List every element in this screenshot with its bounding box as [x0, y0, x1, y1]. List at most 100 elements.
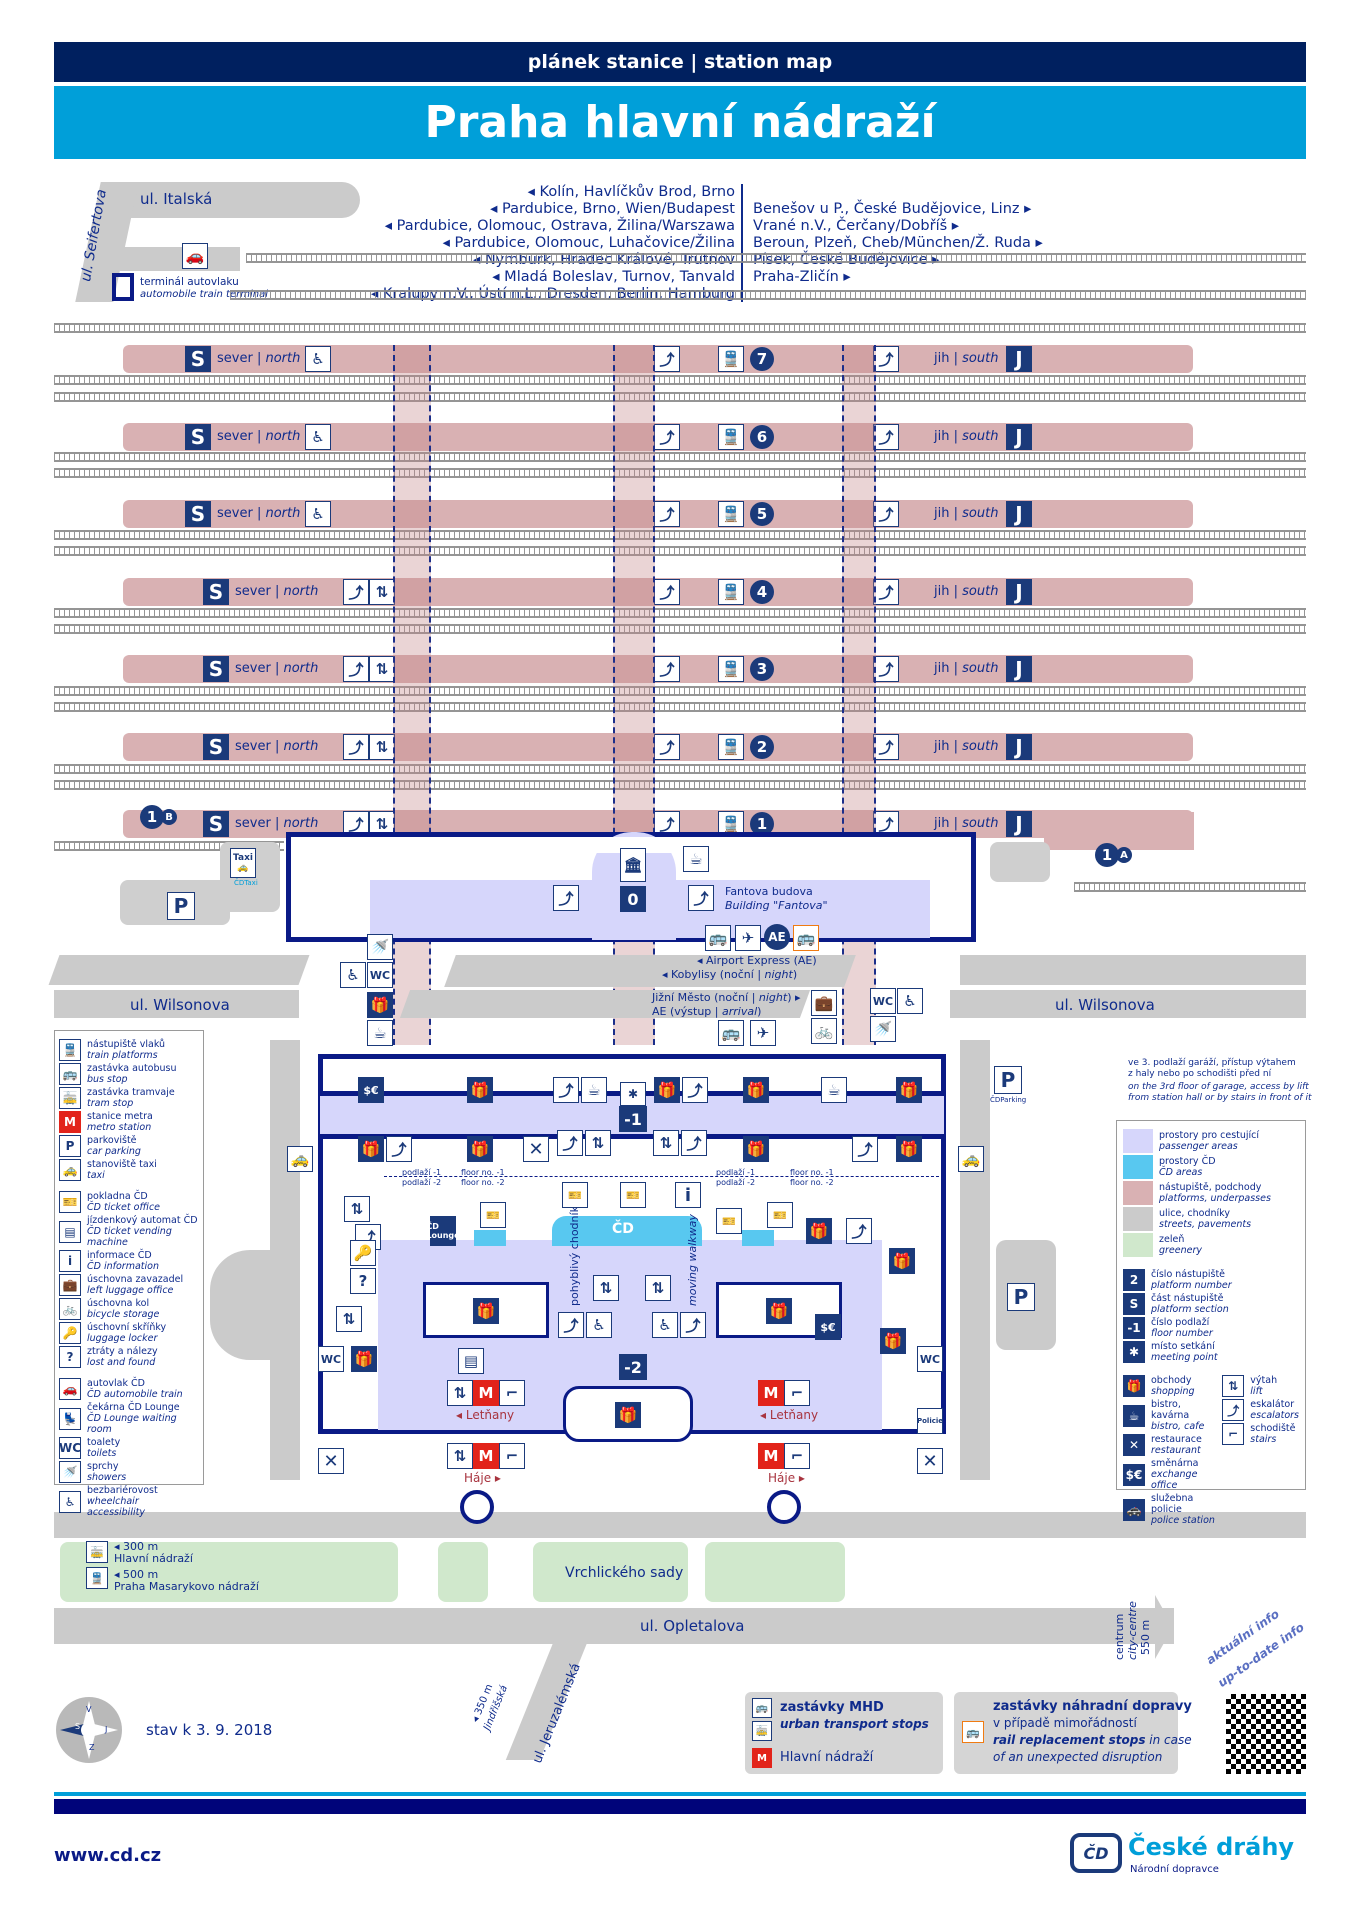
floor-divider-line — [384, 1176, 944, 1177]
shopping-icon: 🎁 — [806, 1218, 832, 1244]
platform-1a-sub: A — [1116, 847, 1132, 863]
tram-icon: 🚋 — [59, 1087, 81, 1109]
legend-spacer — [59, 1183, 199, 1189]
taxi-label: Taxi — [233, 853, 253, 863]
ticket-office-icon: 🎫 — [59, 1191, 81, 1213]
route-item: ◂ Pardubice, Olomouc, Luhačovice/Žilina — [442, 235, 735, 251]
route-item: Beroun, Plzeň, Cheb/München/Ž. Ruda ▸ — [753, 235, 1043, 251]
cafe-icon: ☕ — [581, 1077, 607, 1103]
footer-stripe-blue — [54, 1792, 1306, 1796]
street-wilsonova-upper-left — [48, 955, 310, 985]
track — [1074, 882, 1306, 892]
escalator-icon: ⤴ — [852, 1136, 878, 1162]
metro-letnany-label: ◂ Letňany — [456, 1408, 515, 1422]
exchange-icon: $€ — [815, 1314, 841, 1340]
autovlak-terminal-label-en: automobile train terminal — [140, 289, 269, 300]
escalator-icon: ⤴ — [873, 346, 899, 372]
bus-icon: 🚌 — [59, 1063, 81, 1085]
platform-number: 4 — [750, 580, 774, 604]
platform-south-label: jih | south — [934, 429, 999, 444]
lost-found-icon: ? — [59, 1346, 81, 1368]
street-wilsonova-lower-right — [950, 990, 1306, 1018]
lift-icon: ⇅ — [369, 734, 395, 760]
metro-haje-label: Háje ▸ — [464, 1471, 501, 1485]
nearby-distance: ◂ 500 m — [114, 1568, 159, 1581]
route-item: ◂ Pardubice, Brno, Wien/Budapest — [490, 201, 735, 217]
street-wilsonova-upper-right — [960, 955, 1306, 985]
shopping-icon: 🎁 — [467, 1136, 493, 1162]
green-area-east — [705, 1542, 845, 1602]
wc-icon: WC — [870, 988, 896, 1014]
platform-section-north: S — [203, 734, 229, 760]
airport-bus-icon: ✈ — [735, 925, 761, 951]
platform-north-label: sever | north — [235, 816, 319, 831]
underpass-stairs-entrance[interactable] — [767, 1490, 801, 1524]
color-swatch — [1123, 1155, 1153, 1179]
platform-number: 2 — [750, 735, 774, 759]
track — [246, 253, 1306, 263]
floor-label: podlaží -2 — [402, 1178, 442, 1187]
shopping-icon: 🎁 — [889, 1248, 915, 1274]
stairs-icon: ⌐ — [1222, 1423, 1245, 1445]
lift-icon: ⇅ — [369, 579, 395, 605]
sidewalk-west — [270, 1040, 300, 1480]
color-swatch — [1123, 1207, 1153, 1231]
track — [54, 530, 1306, 540]
centrum-en: city-centre — [1126, 1601, 1139, 1660]
platform-number: 5 — [750, 502, 774, 526]
lift-icon: ⇅ — [447, 1443, 473, 1469]
underpass-stairs-entrance[interactable] — [460, 1490, 494, 1524]
track — [54, 468, 1306, 478]
cdparking-label: ČDParking — [990, 1096, 1027, 1104]
cd-kiosk — [742, 1230, 774, 1246]
cd-logo-small: ČD — [612, 1221, 634, 1237]
escalator-icon: ⤴ — [873, 579, 899, 605]
restaurant-icon: ✕ — [1123, 1434, 1145, 1456]
tram-icon: 🚋 — [86, 1541, 108, 1563]
centrum-distance: 550 m — [1139, 1619, 1152, 1655]
street-opletalova — [54, 1608, 1174, 1644]
escalator-icon: ⤴ — [557, 1130, 583, 1156]
stairs-icon: ⌐ — [784, 1380, 810, 1406]
platform-section-south: J — [1006, 501, 1032, 527]
shower-icon: 🚿 — [870, 1016, 896, 1042]
escalator-icon: ⤴ — [553, 885, 579, 911]
metro-icon: M — [473, 1380, 499, 1406]
vrchlickeho-sady-label: Vrchlického sady — [565, 1565, 684, 1581]
stairs-icon: ⌐ — [784, 1443, 810, 1469]
footer-url[interactable]: www.cd.cz — [54, 1845, 162, 1866]
street-wilsonova-lower-left — [54, 990, 299, 1018]
escalator-icon: ⤴ — [846, 1218, 872, 1244]
road-curve-west — [210, 1250, 270, 1360]
platform-north-label: sever | north — [217, 429, 301, 444]
wc-icon: WC — [59, 1437, 81, 1459]
shopping-icon: 🎁 — [615, 1402, 641, 1428]
shopping-icon: 🎁 — [896, 1136, 922, 1162]
qr-code[interactable] — [1226, 1694, 1306, 1774]
lift-icon: ⇅ — [447, 1380, 473, 1406]
legend-marker-icon: ✱ — [1123, 1341, 1145, 1363]
